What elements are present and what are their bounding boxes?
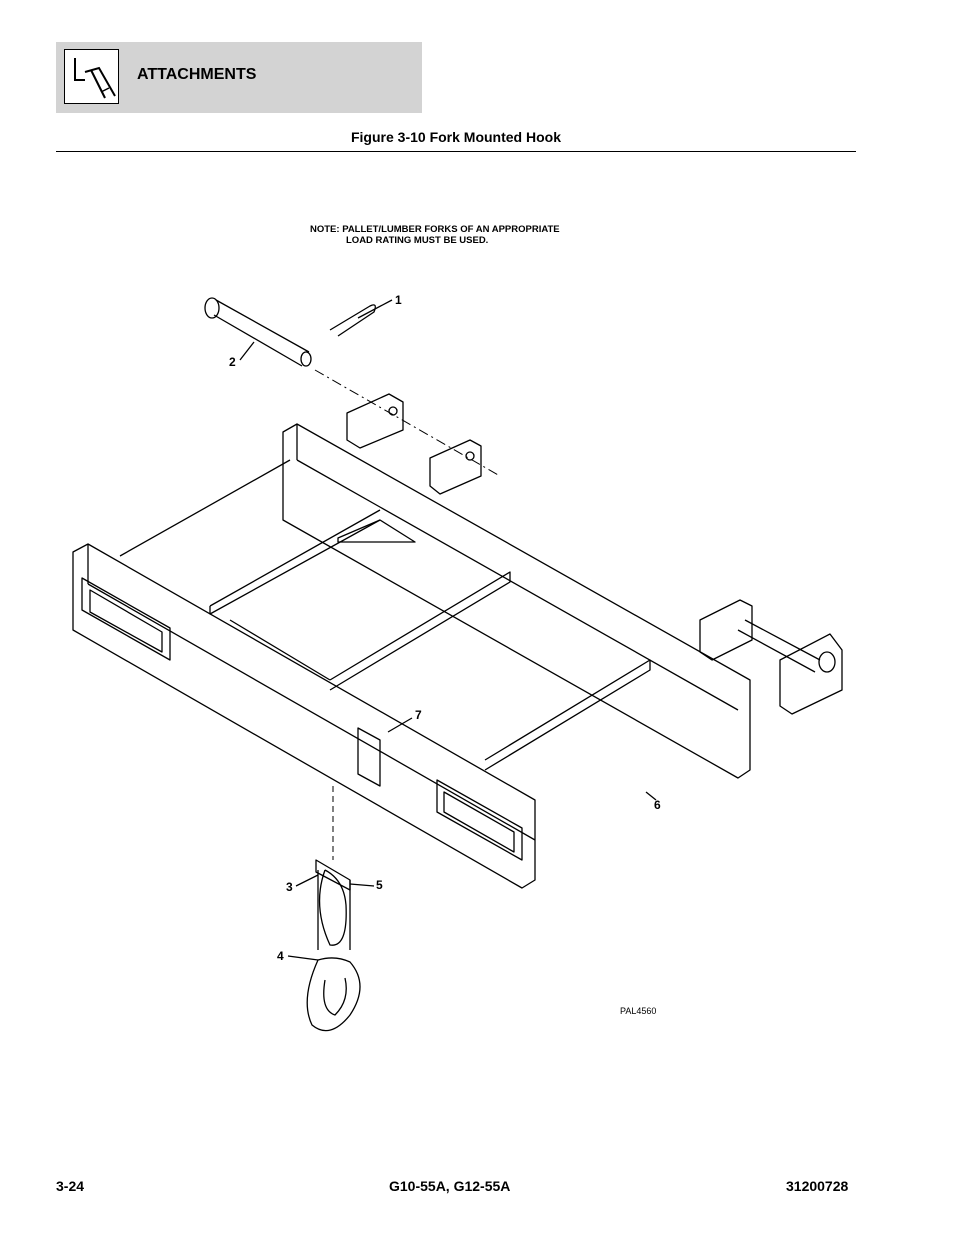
figure-title: Figure 3-10 Fork Mounted Hook (350, 129, 561, 145)
callout-3: 3 (286, 880, 293, 894)
decal (357, 727, 381, 787)
pin-shaft-top (215, 299, 310, 353)
drawing-reference: PAL4560 (620, 1006, 657, 1016)
pin-head (204, 297, 220, 319)
clip (329, 304, 376, 337)
shackle (318, 869, 347, 946)
attachment-tool-icon (64, 49, 119, 104)
title-rule (56, 151, 856, 152)
section-header: ATTACHMENTS (56, 42, 422, 113)
callout-2: 2 (229, 355, 236, 369)
note-line-1: NOTE: PALLET/LUMBER FORKS OF AN APPROPRI… (310, 224, 560, 235)
hook (306, 957, 361, 1032)
callout-4: 4 (277, 949, 284, 963)
section-title: ATTACHMENTS (137, 66, 257, 83)
callout-1: 1 (395, 293, 402, 307)
part-number: 31200728 (786, 1178, 849, 1194)
model-number: G10-55A, G12-55A (389, 1178, 511, 1194)
note-line-2: LOAD RATING MUST BE USED. (346, 235, 489, 246)
callout-7: 7 (415, 708, 422, 722)
callout-6: 6 (654, 798, 661, 812)
page-number: 3-24 (56, 1178, 85, 1194)
pin-shaft-bottom (213, 314, 303, 367)
figure-note: NOTE: PALLET/LUMBER FORKS OF AN APPROPRI… (310, 224, 560, 246)
callout-5: 5 (376, 878, 383, 892)
